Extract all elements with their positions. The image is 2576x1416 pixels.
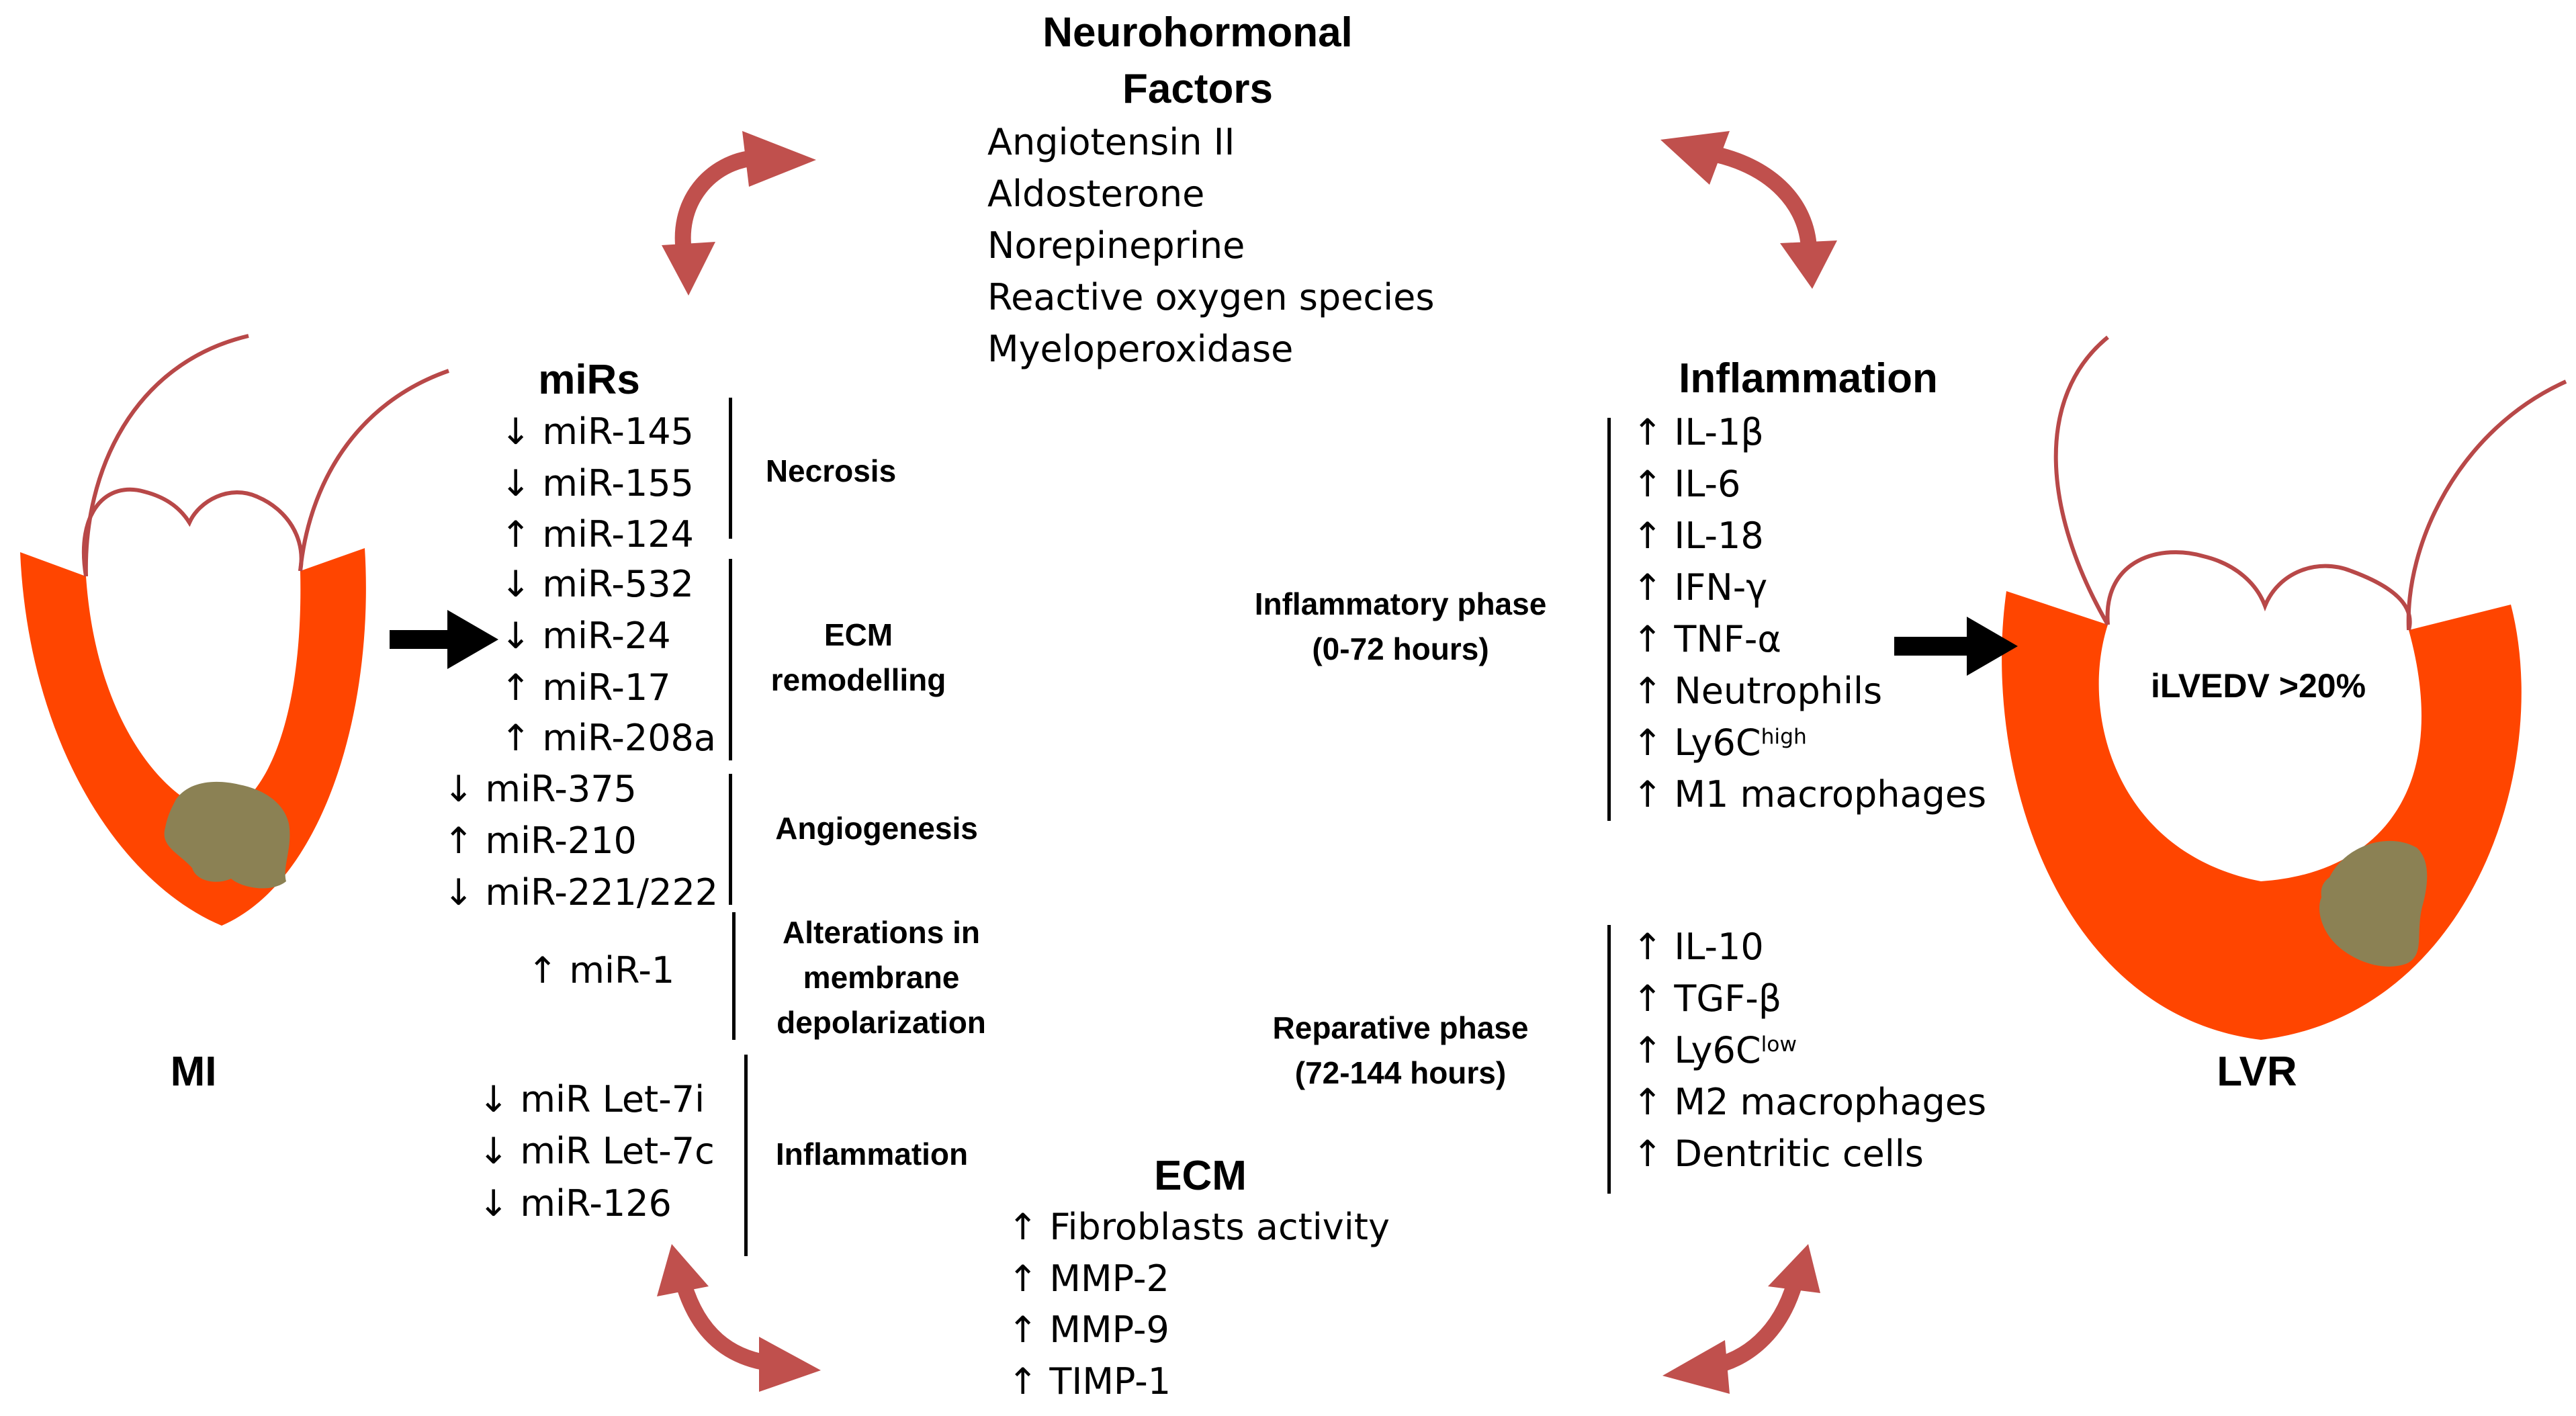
red-arrow-bottom-right bbox=[1662, 1244, 1820, 1394]
neurohormonal-item: Angiotensin II bbox=[987, 121, 1235, 163]
group-label-ecm-line1: ECM bbox=[824, 617, 893, 652]
mirs-title: miRs bbox=[538, 357, 640, 403]
necrosis-bracket bbox=[729, 398, 732, 539]
mi-label: MI bbox=[170, 1049, 217, 1095]
mir-item: ↑ miR-17 bbox=[500, 666, 671, 709]
group-label-membrane-line1: Alterations in bbox=[783, 915, 980, 950]
membrane-bracket bbox=[732, 912, 736, 1040]
neurohormonal-item: Aldosterone bbox=[987, 173, 1205, 215]
mi-infarct bbox=[164, 781, 290, 889]
mir-item: ↓ miR-126 bbox=[478, 1182, 672, 1225]
group-label-inflammation: Inflammation bbox=[775, 1137, 969, 1171]
inflammatory-phase-label-line1: Inflammatory phase bbox=[1254, 586, 1547, 621]
reparative-item: ↑ M2 macrophages bbox=[1632, 1081, 1987, 1123]
arrow-mi-to-mirs bbox=[390, 610, 498, 669]
ecm-bracket bbox=[729, 559, 732, 760]
reparative-item-ly6c-low: ↑ Ly6Clow bbox=[1632, 1032, 1797, 1069]
mi-valve-outline bbox=[81, 487, 304, 577]
lvr-heart bbox=[2002, 335, 2567, 1040]
lvr-valve-outline bbox=[2105, 550, 2412, 631]
mir-item: ↑ miR-208a bbox=[500, 717, 716, 759]
ly6c-high-superscript: high bbox=[1761, 724, 1807, 749]
reparative-item: ↑ IL-10 bbox=[1632, 926, 1764, 968]
ly6c-label: ↑ Ly6C bbox=[1632, 721, 1761, 764]
mir-item: ↑ miR-1 bbox=[527, 949, 675, 991]
inflammation-item: ↑ IFN-γ bbox=[1632, 566, 1768, 609]
neurohormonal-title-line1: Neurohormonal bbox=[1042, 9, 1353, 56]
lvr-vessel-right bbox=[2406, 380, 2567, 631]
red-arrow-bottom-left bbox=[657, 1244, 821, 1392]
ecm-title: ECM bbox=[1154, 1153, 1247, 1199]
ecm-item: ↑ MMP-9 bbox=[1008, 1309, 1169, 1351]
inflammatory-phase-label-line2: (0-72 hours) bbox=[1312, 631, 1489, 666]
reparative-phase-bracket bbox=[1607, 925, 1611, 1194]
inflammatory-phase-bracket bbox=[1607, 418, 1611, 821]
reparative-phase-label-line1: Reparative phase bbox=[1272, 1010, 1529, 1045]
mir-item: ↑ miR-210 bbox=[443, 820, 637, 862]
mir-item: ↓ miR-375 bbox=[443, 768, 637, 810]
mir-item: ↓ miR Let-7i bbox=[478, 1078, 705, 1120]
ecm-item: ↑ Fibroblasts activity bbox=[1008, 1206, 1390, 1248]
neurohormonal-item: Myeloperoxidase bbox=[987, 328, 1294, 370]
arrow-inflammation-to-lvr bbox=[1894, 617, 2018, 676]
ly6c-label: ↑ Ly6C bbox=[1632, 1029, 1761, 1071]
group-label-membrane-line2: membrane bbox=[803, 960, 960, 995]
mir-item: ↓ miR-532 bbox=[500, 563, 694, 605]
lvr-inner-label: iLVEDV >20% bbox=[2150, 667, 2366, 705]
group-label-ecm-line2: remodelling bbox=[770, 662, 946, 697]
red-arrow-top-left bbox=[662, 131, 816, 296]
mir-item: ↓ miR-24 bbox=[500, 615, 671, 657]
inflammation-title: Inflammation bbox=[1679, 355, 1938, 402]
lvr-vessel-left bbox=[2053, 335, 2110, 626]
mir-item: ↑ miR-124 bbox=[500, 513, 694, 556]
inflammation-item: ↑ IL-6 bbox=[1632, 463, 1741, 505]
inflammation-bracket bbox=[744, 1055, 748, 1256]
group-label-necrosis: Necrosis bbox=[765, 453, 897, 488]
mir-item: ↓ miR-145 bbox=[500, 410, 694, 453]
mi-heart bbox=[20, 334, 449, 926]
reparative-item: ↑ Dentritic cells bbox=[1632, 1133, 1924, 1175]
mir-item: ↓ miR Let-7c bbox=[478, 1130, 715, 1172]
ecm-item: ↑ TIMP-1 bbox=[1008, 1360, 1171, 1403]
lvr-infarct bbox=[2319, 840, 2428, 967]
group-label-membrane-line3: depolarization bbox=[776, 1005, 986, 1040]
inflammation-item-ly6c-high: ↑ Ly6Chigh bbox=[1632, 725, 1807, 761]
inflammation-item: ↑ TNF-α bbox=[1632, 618, 1781, 660]
neurohormonal-item: Reactive oxygen species bbox=[987, 276, 1435, 318]
inflammation-item: ↑ M1 macrophages bbox=[1632, 773, 1987, 815]
lvr-label: LVR bbox=[2217, 1049, 2297, 1095]
reparative-phase-label-line2: (72-144 hours) bbox=[1294, 1055, 1507, 1090]
inflammation-item: ↑ IL-1β bbox=[1632, 411, 1764, 453]
neurohormonal-title-line2: Factors bbox=[1122, 66, 1273, 112]
reparative-item: ↑ TGF-β bbox=[1632, 977, 1782, 1020]
neurohormonal-item: Norepineprine bbox=[987, 224, 1245, 267]
mir-item: ↓ miR-155 bbox=[500, 462, 694, 504]
ecm-item: ↑ MMP-2 bbox=[1008, 1257, 1169, 1300]
group-label-angiogenesis: Angiogenesis bbox=[775, 811, 978, 846]
inflammation-item: ↑ IL-18 bbox=[1632, 515, 1764, 557]
mir-item: ↓ miR-221/222 bbox=[443, 871, 719, 914]
red-arrow-top-right bbox=[1660, 131, 1837, 289]
mi-vessel-left bbox=[83, 334, 249, 577]
angiogenesis-bracket bbox=[729, 774, 732, 905]
mi-vessel-right bbox=[298, 369, 449, 572]
lvr-heart-wall bbox=[2002, 591, 2522, 1040]
inflammation-item: ↑ Neutrophils bbox=[1632, 670, 1883, 712]
ly6c-low-superscript: low bbox=[1761, 1032, 1797, 1057]
